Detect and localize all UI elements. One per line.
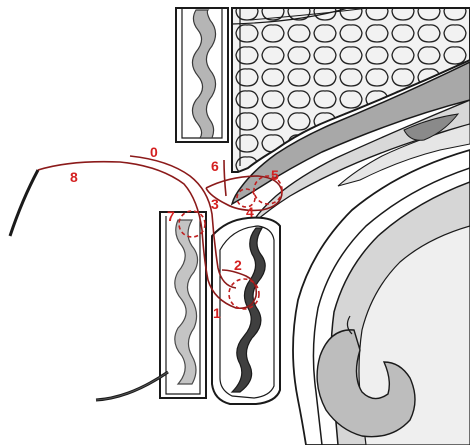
label-3: 3 <box>211 196 219 212</box>
label-8: 8 <box>70 169 78 185</box>
label-0: 0 <box>150 144 158 160</box>
lower-left-column <box>160 212 206 398</box>
label-6: 6 <box>211 158 219 174</box>
label-7: 7 <box>167 208 175 224</box>
center-column <box>212 218 280 404</box>
label-5: 5 <box>271 167 279 183</box>
label-4: 4 <box>246 204 254 220</box>
lower-instrument <box>96 372 168 400</box>
upper-left-column <box>176 8 228 142</box>
label-2: 2 <box>234 257 242 273</box>
route-6 <box>224 160 226 196</box>
label-1: 1 <box>213 305 221 321</box>
curved-organ-wall <box>293 150 470 445</box>
left-instrument <box>10 170 40 238</box>
